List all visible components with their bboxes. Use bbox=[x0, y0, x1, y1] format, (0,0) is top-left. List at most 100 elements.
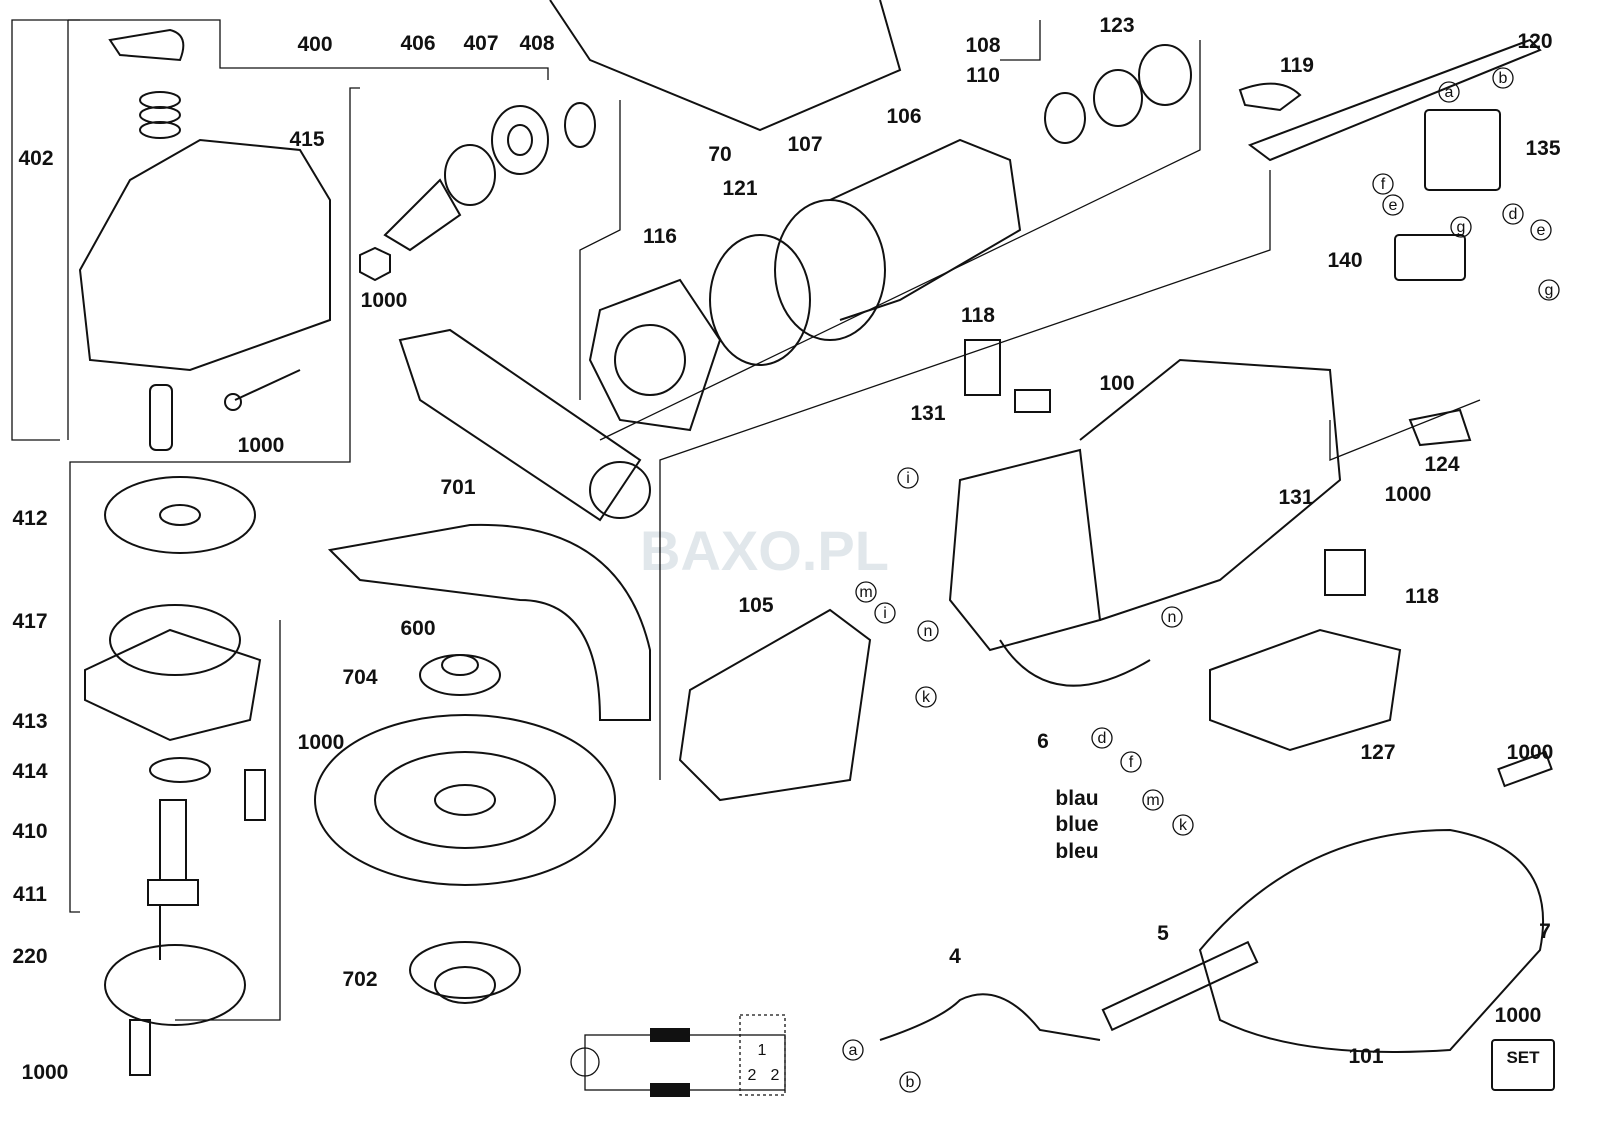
part-label: 415 bbox=[289, 128, 324, 151]
part-label: 1000 bbox=[22, 1061, 69, 1084]
part-label: 100 bbox=[1099, 372, 1134, 395]
gear-housing bbox=[78, 138, 331, 372]
part-label: 407 bbox=[463, 32, 498, 55]
part-label: 116 bbox=[643, 225, 677, 248]
wire-label-f: f bbox=[1372, 173, 1394, 195]
part-label: 1000 bbox=[1507, 741, 1554, 764]
rear-handle bbox=[1198, 828, 1545, 1053]
svg-text:e: e bbox=[1389, 197, 1398, 214]
svg-text:d: d bbox=[1509, 206, 1518, 223]
part-label: 1000 bbox=[1385, 483, 1432, 506]
wiring-schematic: 1 2 2 bbox=[570, 1014, 786, 1097]
part-label: 101 bbox=[1348, 1045, 1383, 1068]
wire-label-f: f bbox=[1120, 751, 1142, 773]
motor-housing bbox=[948, 448, 1102, 652]
side-handle bbox=[398, 328, 642, 522]
stator bbox=[678, 608, 872, 802]
part-label: 124 bbox=[1424, 453, 1459, 476]
schematic-label: 1 bbox=[758, 1042, 767, 1059]
part-label: 123 bbox=[1099, 14, 1134, 37]
svg-text:e: e bbox=[1537, 222, 1546, 239]
part-label: 6 bbox=[1037, 730, 1049, 753]
wire-label-e: e bbox=[1382, 194, 1404, 216]
wire-label-k: k bbox=[1172, 814, 1194, 836]
part-label: 402 bbox=[18, 147, 53, 170]
wire-label-e: e bbox=[1530, 219, 1552, 241]
wire-label-d: d bbox=[1502, 203, 1524, 225]
part-label: 70 bbox=[708, 143, 731, 166]
wire-label-n: n bbox=[917, 620, 939, 642]
part-label: 119 bbox=[1280, 54, 1314, 77]
part-label: 127 bbox=[1360, 741, 1395, 764]
part-label: 408 bbox=[519, 32, 554, 55]
part-label: 5 bbox=[1157, 922, 1169, 945]
wire-label-k: k bbox=[915, 686, 937, 708]
part-label: 1000 bbox=[298, 731, 345, 754]
guard bbox=[327, 523, 651, 721]
part-label: 1000 bbox=[1495, 1004, 1542, 1027]
part-label: 702 bbox=[342, 968, 377, 991]
wire-label-i: i bbox=[874, 602, 896, 624]
part-label: 131 bbox=[910, 402, 945, 425]
svg-text:i: i bbox=[883, 605, 887, 622]
wire-label-n: n bbox=[1161, 606, 1183, 628]
svg-text:n: n bbox=[924, 623, 933, 640]
svg-text:k: k bbox=[922, 689, 931, 706]
wire-label-a: a bbox=[842, 1039, 864, 1061]
part-label: 131 bbox=[1278, 486, 1313, 509]
svg-text:f: f bbox=[1381, 176, 1386, 193]
watermark: BAXO.PL bbox=[640, 519, 889, 582]
wire-label-m: m bbox=[1142, 789, 1164, 811]
svg-text:a: a bbox=[849, 1042, 858, 1059]
svg-text:g: g bbox=[1545, 282, 1554, 299]
schematic-label: 2 bbox=[748, 1067, 757, 1084]
part-label: 417 bbox=[12, 610, 47, 633]
wire-label-m: m bbox=[855, 581, 877, 603]
part-label: 220 bbox=[12, 945, 47, 968]
svg-text:f: f bbox=[1129, 754, 1134, 771]
part-label: 118 bbox=[1405, 585, 1439, 608]
wire-label-g: g bbox=[1450, 216, 1472, 238]
part-label: 106 bbox=[886, 105, 921, 128]
set-badge: SET bbox=[1506, 1048, 1540, 1067]
wire-label-g: g bbox=[1538, 279, 1560, 301]
cap bbox=[108, 28, 185, 62]
wire-color-label: blau bbox=[1055, 787, 1098, 810]
part-label: 7 bbox=[1539, 920, 1551, 943]
part-label: 704 bbox=[342, 666, 377, 689]
part-label: 120 bbox=[1517, 30, 1552, 53]
part-label: 411 bbox=[13, 883, 47, 906]
part-label: 400 bbox=[297, 33, 332, 56]
wire-color-label: bleu bbox=[1055, 840, 1098, 863]
wire-color-label: blue bbox=[1055, 813, 1098, 836]
svg-text:m: m bbox=[859, 584, 872, 601]
part-label: 135 bbox=[1525, 137, 1560, 160]
part-label: 1000 bbox=[238, 434, 285, 457]
part-label: 118 bbox=[961, 304, 995, 327]
part-label: 406 bbox=[400, 32, 435, 55]
svg-text:g: g bbox=[1457, 219, 1466, 236]
svg-text:b: b bbox=[1499, 70, 1508, 87]
schematic-label: 2 bbox=[771, 1067, 780, 1084]
part-number-labels: 400 406 407 408 402 415 1000 1000 701 41… bbox=[12, 14, 1560, 1084]
parts bbox=[78, 0, 1555, 1091]
svg-text:b: b bbox=[906, 1074, 915, 1091]
wire-label-i: i bbox=[897, 467, 919, 489]
part-label: 108 bbox=[965, 34, 1000, 57]
part-label: 4 bbox=[949, 945, 961, 968]
part-label: 410 bbox=[12, 820, 47, 843]
svg-text:i: i bbox=[906, 470, 910, 487]
part-label: 414 bbox=[12, 760, 47, 783]
svg-text:m: m bbox=[1146, 792, 1159, 809]
part-label: 121 bbox=[722, 177, 757, 200]
wire-label-a: a bbox=[1438, 81, 1460, 103]
wire-connection-labels: a b f e g d e g i n m i n k d f m k a b bbox=[842, 67, 1560, 1093]
svg-text:n: n bbox=[1168, 609, 1177, 626]
wire-label-b: b bbox=[1492, 67, 1514, 89]
wire-label-d: d bbox=[1091, 727, 1113, 749]
svg-text:k: k bbox=[1179, 817, 1188, 834]
svg-text:d: d bbox=[1098, 730, 1107, 747]
wire-label-b: b bbox=[899, 1071, 921, 1093]
